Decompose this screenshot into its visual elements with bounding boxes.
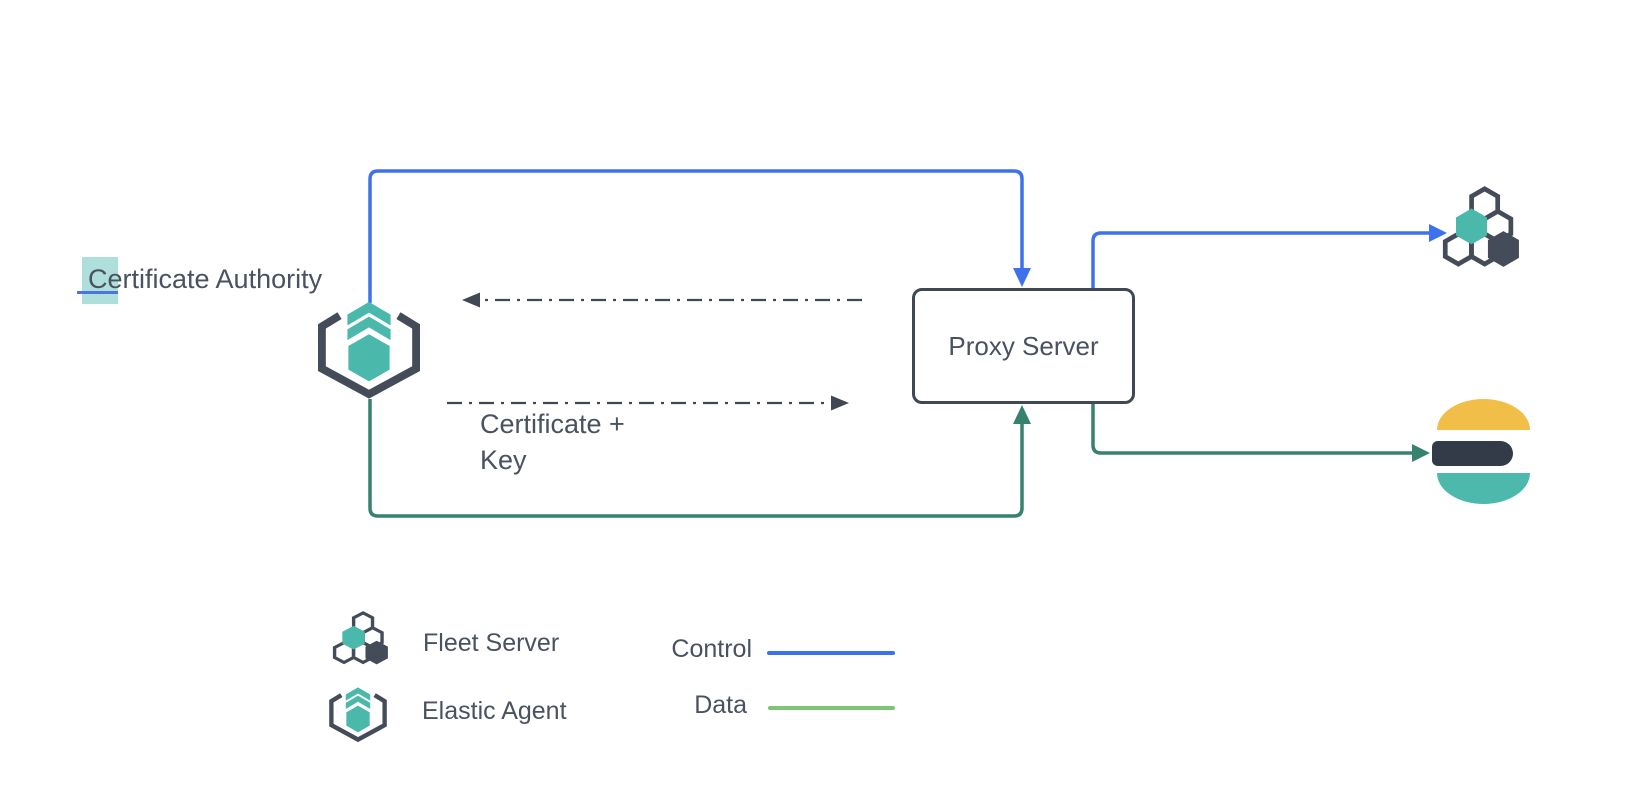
arrowhead-up-icon [1013, 405, 1031, 424]
legend-control-line [767, 651, 895, 655]
certificate-key-line1: Certificate + [480, 409, 625, 439]
proxy-server-label: Proxy Server [948, 330, 1099, 361]
data-line-proxy-to-elasticsearch [1091, 404, 1412, 455]
text-selection-highlight [82, 257, 118, 304]
elasticsearch-logo-middle [1432, 441, 1513, 466]
data-line-agent-to-proxy [368, 399, 1024, 518]
elasticsearch-logo [1432, 399, 1530, 505]
control-line-proxy-to-fleet [1091, 231, 1429, 288]
fleet-server-icon [1432, 186, 1526, 280]
legend-elastic-agent-label: Elastic Agent [422, 697, 567, 725]
elastic-agent-icon [329, 684, 387, 744]
elasticsearch-logo-bottom [1437, 473, 1530, 504]
arrowhead-right-icon [1429, 224, 1447, 242]
elastic-agent-icon [316, 296, 422, 402]
text-cursor-underline [77, 291, 118, 294]
certificate-key-label: Certificate + Key [480, 406, 625, 478]
legend-fleet-server-label: Fleet Server [423, 629, 560, 657]
legend-data-label: Data [694, 691, 747, 719]
control-line-agent-to-proxy [368, 169, 1024, 303]
arrowhead-left-icon [462, 292, 480, 308]
certificate-key-line2: Key [480, 445, 527, 475]
elasticsearch-logo-top [1437, 399, 1530, 430]
arrowhead-right-icon [831, 395, 849, 411]
arrowhead-down-icon [1013, 268, 1031, 287]
arrowhead-right-icon [1412, 444, 1430, 462]
certificate-authority-label: Certificate Authority [88, 264, 323, 294]
fleet-server-icon [325, 611, 393, 673]
legend-control-label: Control [671, 635, 752, 663]
legend-data-line [768, 706, 895, 710]
proxy-server-node: Proxy Server [912, 288, 1135, 404]
